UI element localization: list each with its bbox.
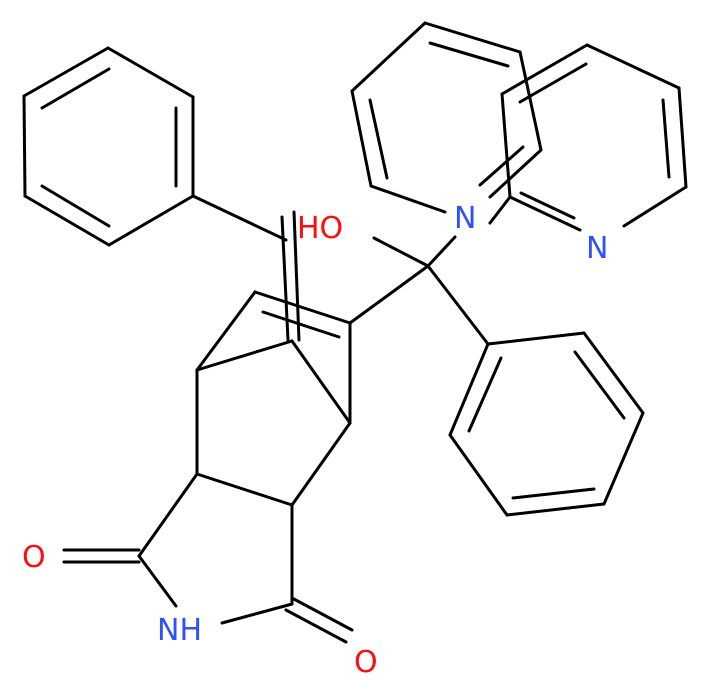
bond <box>220 602 294 625</box>
bond <box>368 98 389 180</box>
bond <box>486 331 586 346</box>
bond <box>261 310 341 339</box>
bond <box>428 41 510 68</box>
bond <box>22 94 27 198</box>
bond <box>505 502 606 517</box>
bond <box>292 210 301 342</box>
bonds <box>22 21 688 644</box>
bond <box>191 194 288 242</box>
bond <box>488 148 543 199</box>
bond <box>448 342 490 437</box>
bond <box>426 264 490 346</box>
hydroxyl-label: HO <box>297 211 343 246</box>
bond <box>369 184 447 214</box>
bond <box>290 596 354 632</box>
bond <box>195 472 294 507</box>
bond <box>423 21 522 54</box>
bond <box>348 264 430 325</box>
bond <box>22 46 110 98</box>
bond <box>585 43 681 90</box>
bond <box>500 92 512 199</box>
pyridine-nitrogen-label: N <box>454 201 476 236</box>
bond <box>284 608 348 644</box>
carbonyl-oxygen-label: O <box>22 540 46 575</box>
bond <box>518 62 588 104</box>
bond <box>488 195 512 225</box>
bond <box>661 98 671 179</box>
bond <box>511 487 596 500</box>
bond <box>280 215 290 342</box>
bond <box>290 421 352 507</box>
bond <box>508 195 582 232</box>
bond <box>426 235 457 268</box>
bond <box>137 472 199 558</box>
bond <box>372 236 430 268</box>
imide-nh-label: NH <box>157 613 202 648</box>
bond <box>518 50 543 152</box>
bond <box>622 185 688 228</box>
bond <box>448 433 509 517</box>
bond <box>107 194 195 247</box>
bond <box>137 554 178 608</box>
bond <box>40 67 111 110</box>
bond <box>677 86 688 189</box>
bond <box>350 89 373 188</box>
bond <box>602 411 645 506</box>
bond <box>519 191 576 220</box>
bond <box>350 21 427 93</box>
bond <box>582 331 645 415</box>
bond <box>478 145 525 187</box>
bond <box>195 339 294 372</box>
bond <box>573 350 626 420</box>
bond <box>290 339 352 425</box>
pyridine-nitrogen-label: N <box>586 231 608 266</box>
carbonyl-oxygen-label: O <box>354 645 378 680</box>
bond <box>23 194 111 247</box>
bond <box>40 184 111 228</box>
bond <box>195 290 257 372</box>
atom-labels: HO N N O NH O <box>22 201 608 680</box>
bond <box>106 46 195 99</box>
bond <box>253 290 352 325</box>
bond <box>467 356 503 433</box>
bond <box>500 43 589 96</box>
